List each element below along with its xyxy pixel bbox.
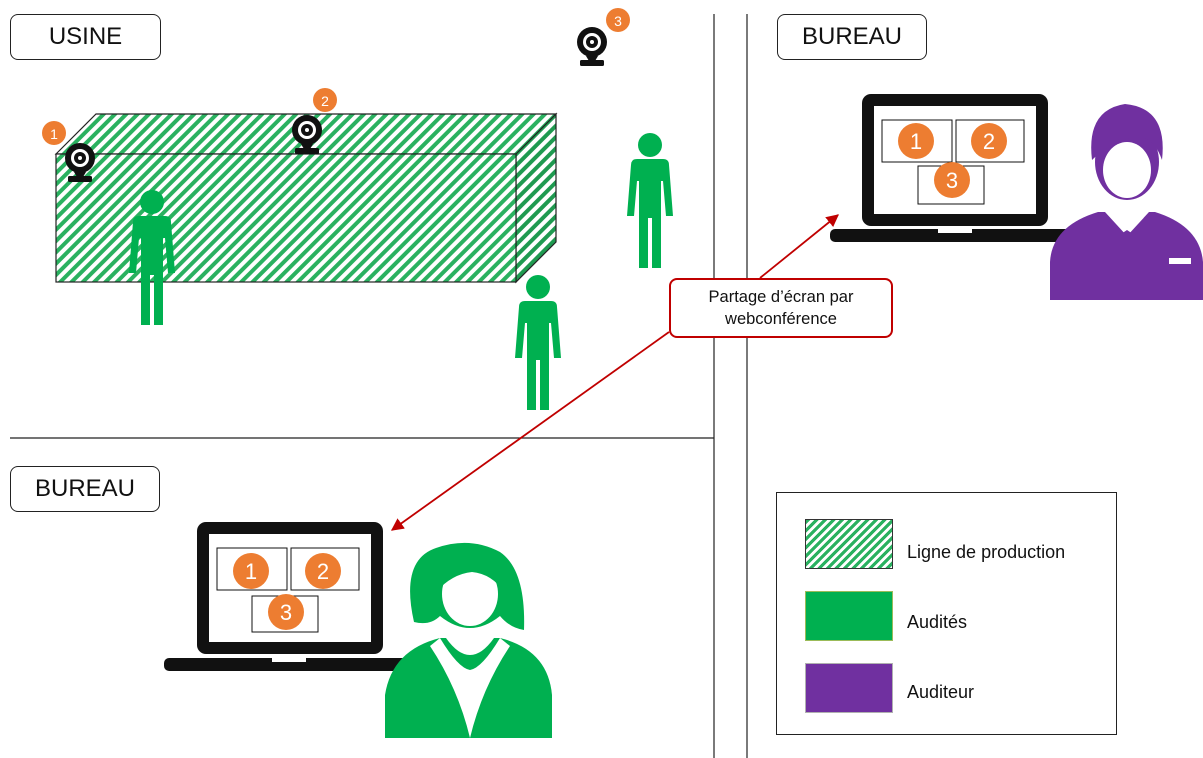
svg-text:1: 1 [910, 129, 922, 154]
legend-item-auditees: Audités [777, 591, 1118, 641]
legend-label: Ligne de production [907, 542, 1066, 562]
auditee-woman-icon [385, 542, 552, 738]
zone-label-usine: USINE [10, 14, 161, 60]
legend-swatch-green [805, 591, 893, 641]
legend-item-auditor: Auditeur [777, 663, 1118, 713]
auditor-person-icon [1050, 104, 1203, 300]
svg-text:3: 3 [946, 168, 958, 193]
zone-label-bureau-auditor: BUREAU [777, 14, 927, 60]
legend-label: Audités [907, 612, 968, 632]
svg-text:1: 1 [50, 126, 58, 142]
webcam-icon [65, 143, 95, 182]
screen-sharing-arrows [390, 214, 839, 531]
screen-tile: 1 [233, 553, 269, 589]
auditee-person-icon [627, 133, 673, 268]
legend-swatch-hatched [805, 519, 893, 569]
screen-tile: 2 [305, 553, 341, 589]
zone-dividers [10, 14, 748, 758]
svg-text:3: 3 [280, 600, 292, 625]
legend-label: Auditeur [907, 682, 975, 702]
callout-line-2: webconférence [725, 310, 837, 328]
screen-tile: 3 [934, 162, 970, 198]
screen-tile: 1 [898, 123, 934, 159]
screen-tile: 3 [268, 594, 304, 630]
auditor-laptop-icon [830, 94, 1080, 242]
screen-sharing-callout: Partage d’écran par webconférence [669, 278, 893, 338]
webcam-icon [577, 27, 607, 66]
legend-swatch-purple [805, 663, 893, 713]
webcam-icon [292, 115, 322, 154]
camera-badge: 3 [606, 8, 630, 32]
svg-text:2: 2 [317, 559, 329, 584]
camera-badge: 2 [313, 88, 337, 112]
callout-line-1: Partage d’écran par [708, 288, 854, 306]
legend-item-production-line: Ligne de production [777, 519, 1118, 569]
zone-label-bureau-auditee: BUREAU [10, 466, 160, 512]
legend: Ligne de production Audités Auditeur [776, 492, 1117, 735]
screen-tile: 2 [971, 123, 1007, 159]
camera-badge: 1 [42, 121, 66, 145]
auditee-person-icon [515, 275, 561, 410]
svg-text:3: 3 [614, 13, 622, 29]
svg-text:1: 1 [245, 559, 257, 584]
svg-text:2: 2 [983, 129, 995, 154]
svg-text:2: 2 [321, 93, 329, 109]
